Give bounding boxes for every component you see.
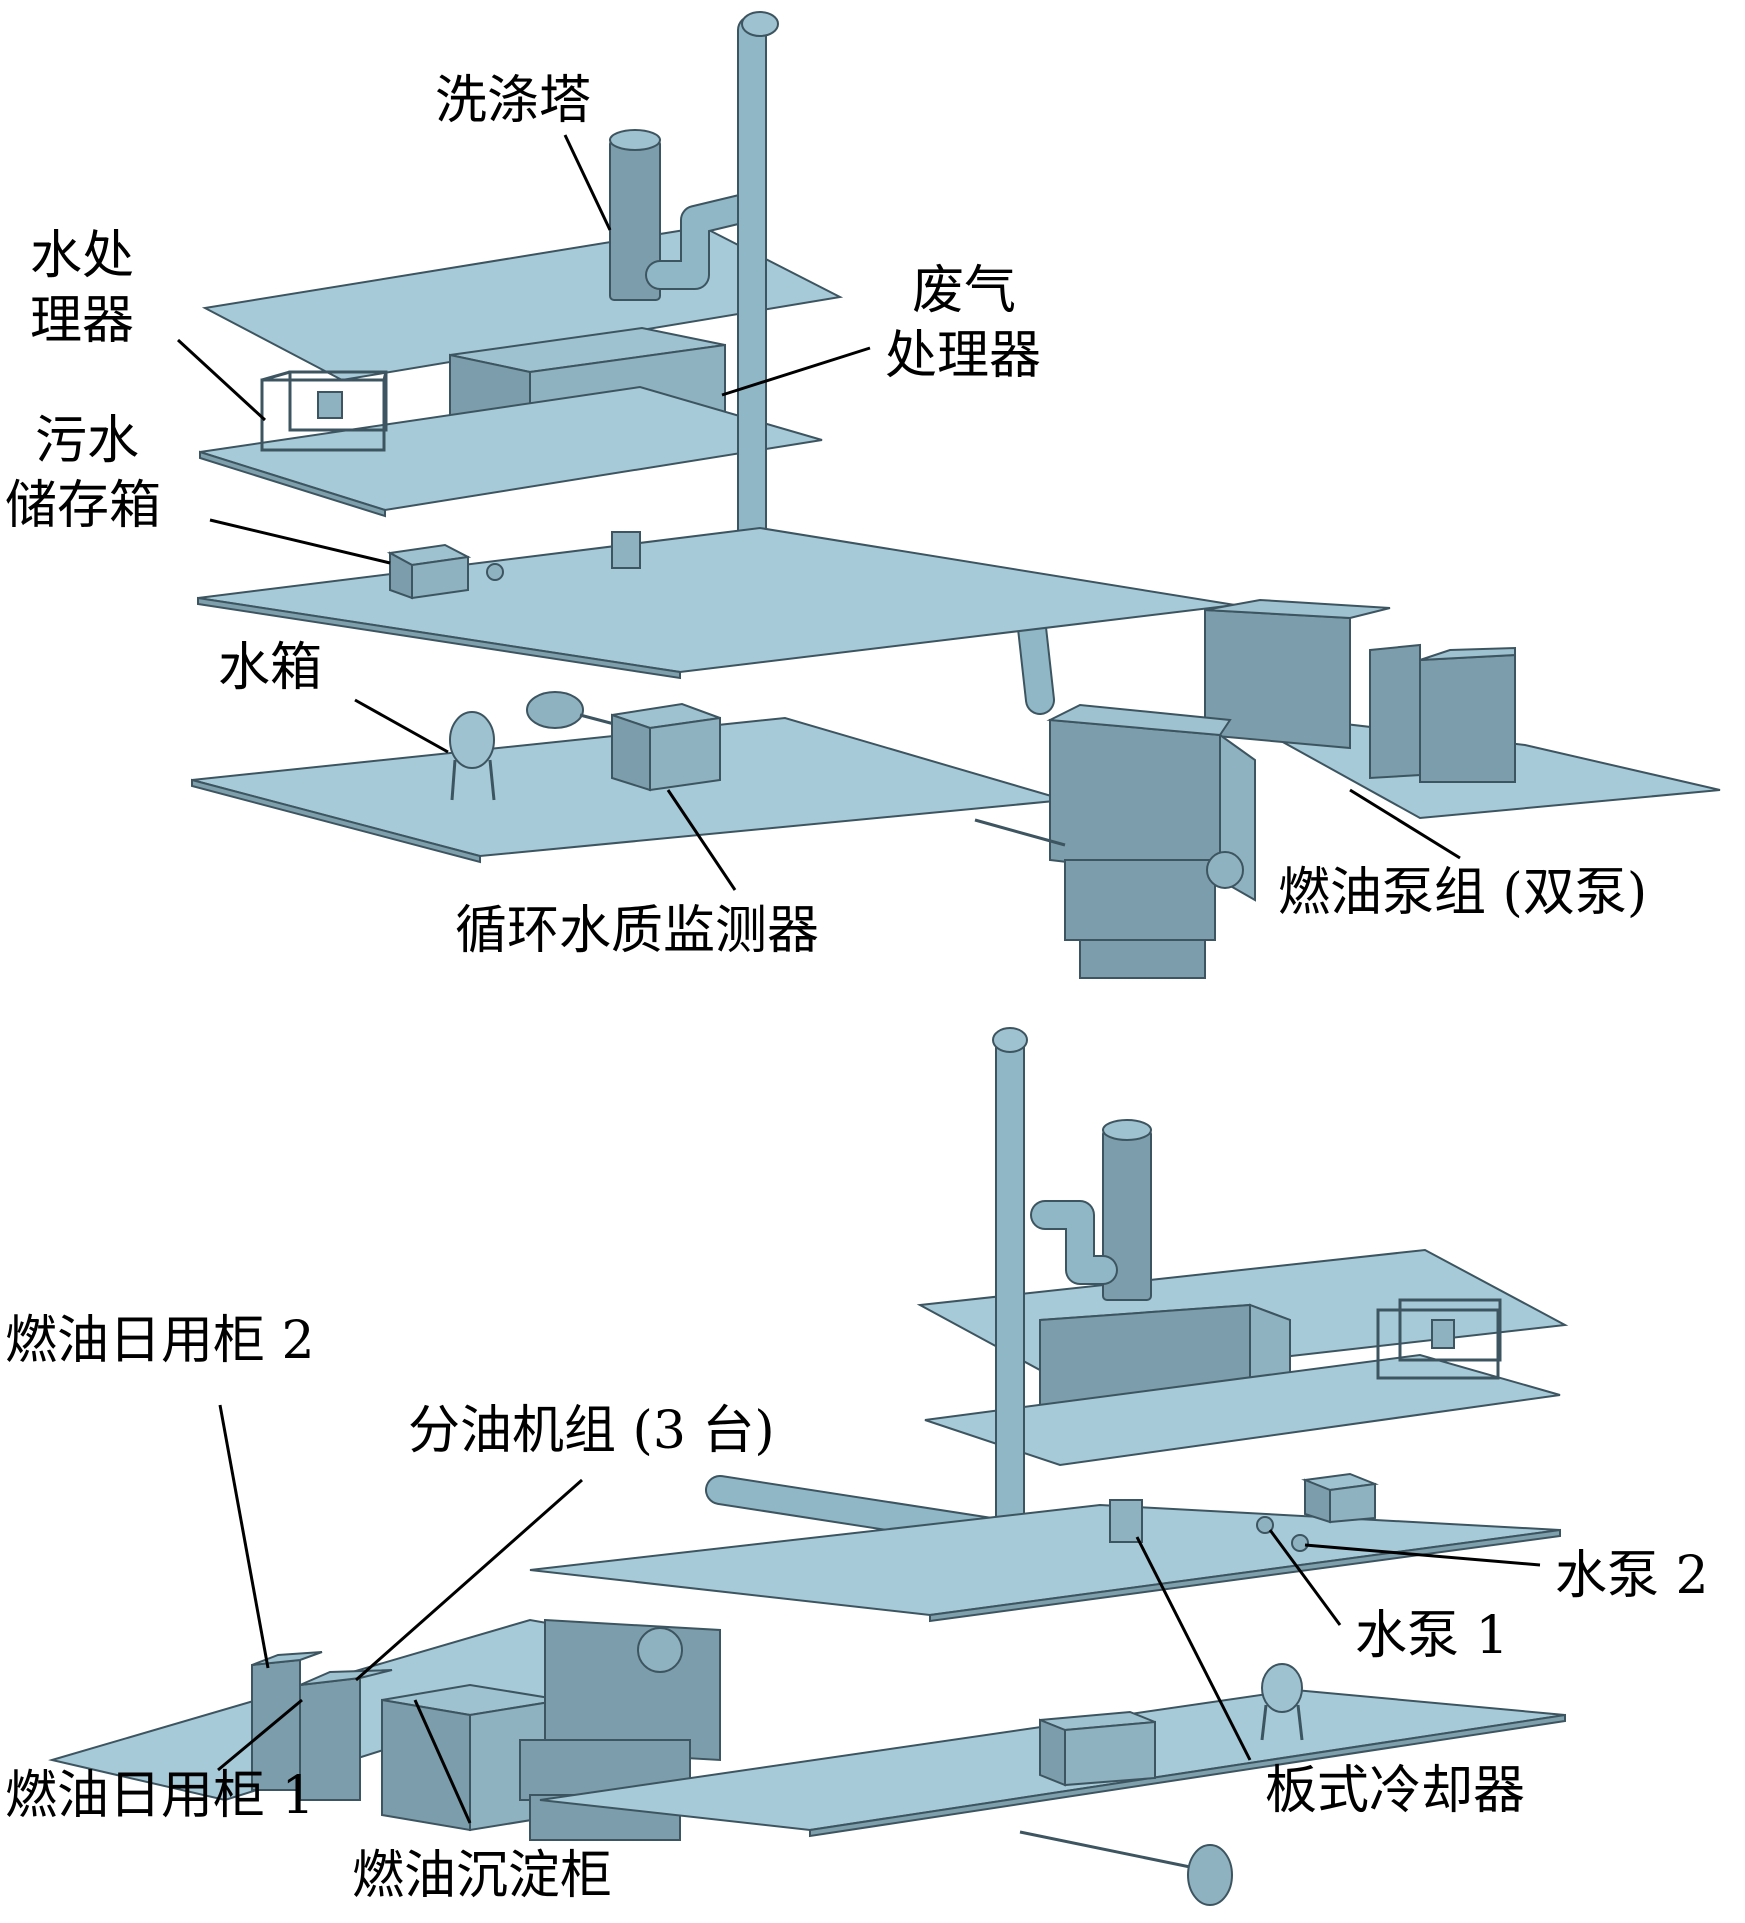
label-exhaust-processor-line2: 处理器 bbox=[885, 326, 1042, 386]
main-engine-top bbox=[1046, 703, 1256, 979]
plate-cooler-bottom bbox=[1109, 1499, 1143, 1543]
shaft-bottom bbox=[1019, 1830, 1196, 1870]
leader-fuel-settling-tank bbox=[413, 1699, 472, 1824]
plate-cooler-top bbox=[611, 531, 641, 569]
scrubber-tower-bottom bbox=[1030, 1119, 1152, 1301]
label-fuel-daily-tank-1: 燃油日用柜 1 bbox=[5, 1766, 315, 1826]
small-pump-top bbox=[486, 563, 504, 581]
label-fuel-settling-tank: 燃油沉淀柜 bbox=[352, 1846, 613, 1906]
fuel-tanks-right bbox=[1204, 598, 1516, 783]
label-water-treater-line1: 水处 bbox=[30, 226, 135, 286]
water-tank-bottom bbox=[1260, 1663, 1304, 1741]
leader-water-quality-monitor bbox=[666, 789, 737, 891]
leader-water-pump-2 bbox=[1304, 1543, 1541, 1567]
label-water-treater-line2: 理器 bbox=[30, 291, 135, 351]
propeller-bottom bbox=[1187, 1844, 1233, 1906]
top-isometric-view bbox=[176, 11, 1721, 979]
label-water-pump-1: 水泵 1 bbox=[1355, 1606, 1509, 1666]
sewage-storage-box bbox=[386, 543, 472, 600]
leader-fuel-daily-tank-1 bbox=[217, 1698, 303, 1772]
water-treater-frame-bottom bbox=[1376, 1298, 1502, 1380]
label-separator-set: 分油机组 (3 台) bbox=[408, 1401, 775, 1461]
scrubber-tower bbox=[609, 129, 760, 301]
water-pump-2-bottom bbox=[1291, 1534, 1309, 1552]
leader-fuel-pump-set bbox=[1349, 788, 1461, 860]
label-exhaust-processor-line1: 废气 bbox=[912, 261, 1017, 321]
leader-fuel-daily-tank-2 bbox=[218, 1404, 270, 1669]
label-water-quality-monitor: 循环水质监测器 bbox=[455, 901, 820, 961]
label-water-pump-2: 水泵 2 bbox=[1555, 1546, 1709, 1606]
leader-water-pump-1 bbox=[1268, 1529, 1342, 1626]
fuel-daily-tank-1-box bbox=[299, 1669, 393, 1801]
label-scrubber: 洗涤塔 bbox=[435, 71, 592, 131]
water-pump-1-bottom bbox=[1256, 1516, 1274, 1534]
leader-sewage-tank bbox=[209, 518, 391, 565]
main-engine-bottom bbox=[519, 1618, 721, 1841]
fuel-daily-tank-2-box bbox=[251, 1651, 323, 1791]
leader-water-treater bbox=[176, 338, 267, 422]
leader-water-tank bbox=[354, 698, 449, 754]
shaft-top bbox=[974, 818, 1066, 847]
leader-scrubber bbox=[563, 134, 612, 231]
leader-separator-set bbox=[355, 1478, 583, 1682]
water-treater-frame bbox=[260, 370, 388, 452]
bottom-isometric-view bbox=[48, 1027, 1569, 1906]
label-fuel-pump-set: 燃油泵组 (双泵) bbox=[1278, 863, 1648, 923]
label-water-tank: 水箱 bbox=[218, 638, 323, 698]
water-quality-monitor-box bbox=[611, 702, 721, 792]
label-fuel-daily-tank-2: 燃油日用柜 2 bbox=[5, 1311, 315, 1371]
water-tank-top bbox=[449, 711, 496, 801]
label-plate-cooler: 板式冷却器 bbox=[1265, 1761, 1526, 1821]
leader-exhaust-processor bbox=[721, 346, 871, 397]
leader-plate-cooler bbox=[1135, 1536, 1252, 1761]
label-sewage-tank-line2: 储存箱 bbox=[5, 476, 162, 536]
water-quality-monitor-box-bottom bbox=[1039, 1710, 1156, 1787]
sewage-box-bottom bbox=[1301, 1472, 1379, 1524]
top-deck-2 bbox=[197, 526, 1236, 674]
label-sewage-tank-line1: 污水 bbox=[35, 411, 140, 471]
propeller-top bbox=[526, 691, 619, 729]
